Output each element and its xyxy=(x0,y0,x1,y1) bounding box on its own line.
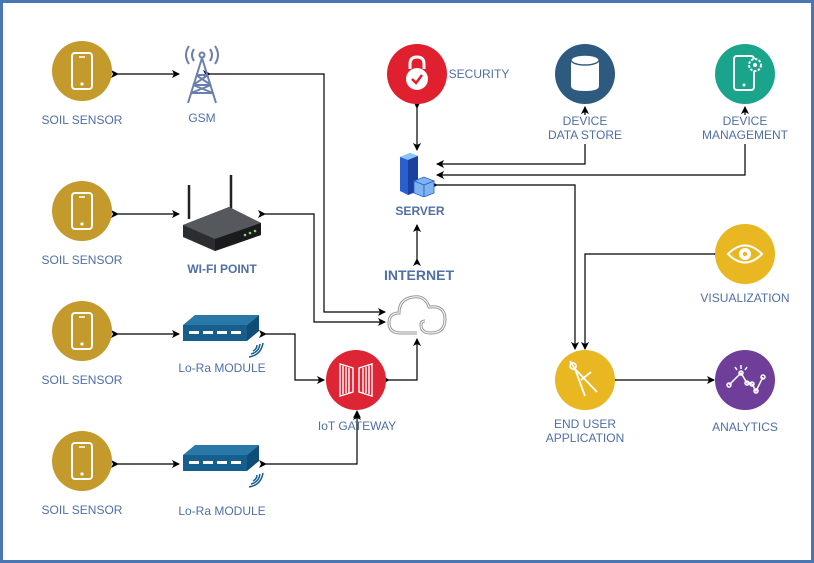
lora-module-label: Lo-Ra MODULE xyxy=(178,504,266,518)
datastore-label-line1: DEVICE xyxy=(562,114,608,128)
smartphone-icon xyxy=(71,312,93,350)
link-server-enduser xyxy=(430,181,579,350)
security-label: SECURITY xyxy=(448,67,510,81)
link-visualization-enduser xyxy=(581,250,721,350)
soil-sensor-circle xyxy=(52,301,112,361)
server-label: SERVER xyxy=(395,204,445,218)
lora-module-label: Lo-Ra MODULE xyxy=(178,361,266,375)
database-icon xyxy=(570,54,600,91)
lora-module-icon xyxy=(183,315,264,358)
management-label-line1: DEVICE xyxy=(722,114,768,128)
gsm-label: GSM xyxy=(188,111,216,125)
enduser-label-line2: APPLICATION xyxy=(545,431,625,445)
management-circle xyxy=(715,44,775,104)
datastore-label-line2: DATA STORE xyxy=(547,128,623,142)
wifi-point-label: WI-FI POINT xyxy=(187,262,257,276)
smartphone-icon xyxy=(71,442,93,480)
smartphone-icon xyxy=(71,52,93,90)
soil-sensor-circle xyxy=(52,41,112,101)
enduser-label-line1: END USER xyxy=(553,417,617,431)
soil-sensor-label: SOIL SENSOR xyxy=(41,113,123,127)
link-wifi-internet xyxy=(258,210,386,326)
analytics-label: ANALYTICS xyxy=(712,420,778,434)
link-management-server xyxy=(436,144,746,179)
internet-label: INTERNET xyxy=(384,267,454,283)
eye-icon xyxy=(726,244,764,264)
iot-gateway-label: IoT GATEWAY xyxy=(317,419,397,433)
visualization-label: VISUALIZATION xyxy=(700,291,790,305)
soil-sensor-label: SOIL SENSOR xyxy=(41,253,123,267)
cell-tower-icon xyxy=(185,45,219,104)
link-gateway-internet xyxy=(382,338,421,384)
soil-sensor-label: SOIL SENSOR xyxy=(41,503,123,517)
link-lora2-gateway xyxy=(259,412,361,468)
lock-check-icon xyxy=(406,55,428,90)
phone-gear-icon xyxy=(733,55,762,91)
server-icon xyxy=(400,153,436,197)
connection-layer xyxy=(111,70,749,468)
link-lora1-gateway xyxy=(259,330,325,384)
soil-sensor-label: SOIL SENSOR xyxy=(41,373,123,387)
compass-tool-icon xyxy=(569,360,598,397)
wifi-router-icon xyxy=(183,175,261,251)
lora-module-icon xyxy=(183,445,264,488)
gate-icon xyxy=(339,363,373,397)
management-label-line2: MANAGEMENT xyxy=(701,128,789,142)
smartphone-icon xyxy=(71,192,93,230)
line-chart-icon xyxy=(726,365,766,394)
soil-sensor-circle xyxy=(52,181,112,241)
cloud-icon xyxy=(387,295,447,335)
gateway-circle xyxy=(326,350,386,410)
soil-sensor-circle xyxy=(52,431,112,491)
